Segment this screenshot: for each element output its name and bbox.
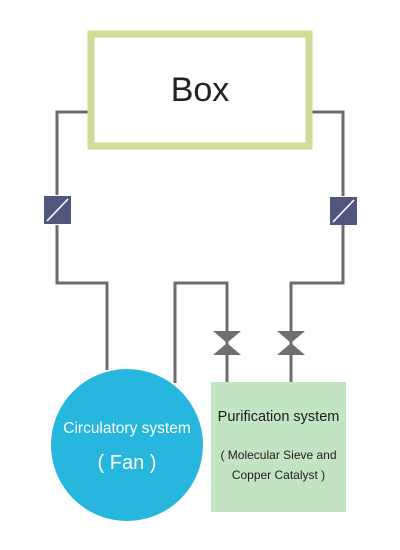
pipe-left-upper: [55, 110, 95, 195]
purification-system-title: Purification system: [217, 409, 340, 425]
purification-system-subtitle: ( Molecular Sieve and Copper Catalyst ): [220, 445, 336, 485]
purification-subtitle-line-2: Copper Catalyst ): [231, 468, 326, 482]
pipe-network: [55, 110, 345, 383]
box-label: Box: [170, 70, 230, 109]
box: [87, 30, 313, 150]
pipe-left-lower: [55, 225, 109, 370]
valve-right: [277, 331, 305, 355]
valve-left: [213, 331, 241, 355]
filter-left: [44, 196, 71, 224]
filter-right: [330, 197, 357, 225]
purification-subtitle-line-1: ( Molecular Sieve and: [220, 448, 337, 462]
purification-system-label: Purification system ( Molecular Sieve an…: [211, 382, 346, 512]
circulatory-system-label: Circulatory system ( Fan ): [51, 369, 203, 521]
circulatory-system-title: Circulatory system: [63, 419, 191, 437]
pipe-right-lower: [289, 224, 345, 382]
circulatory-system-subtitle: ( Fan ): [97, 451, 157, 474]
circulatory-system: [51, 369, 203, 521]
purification-system: [211, 382, 346, 512]
pipe-right-upper: [305, 110, 345, 196]
